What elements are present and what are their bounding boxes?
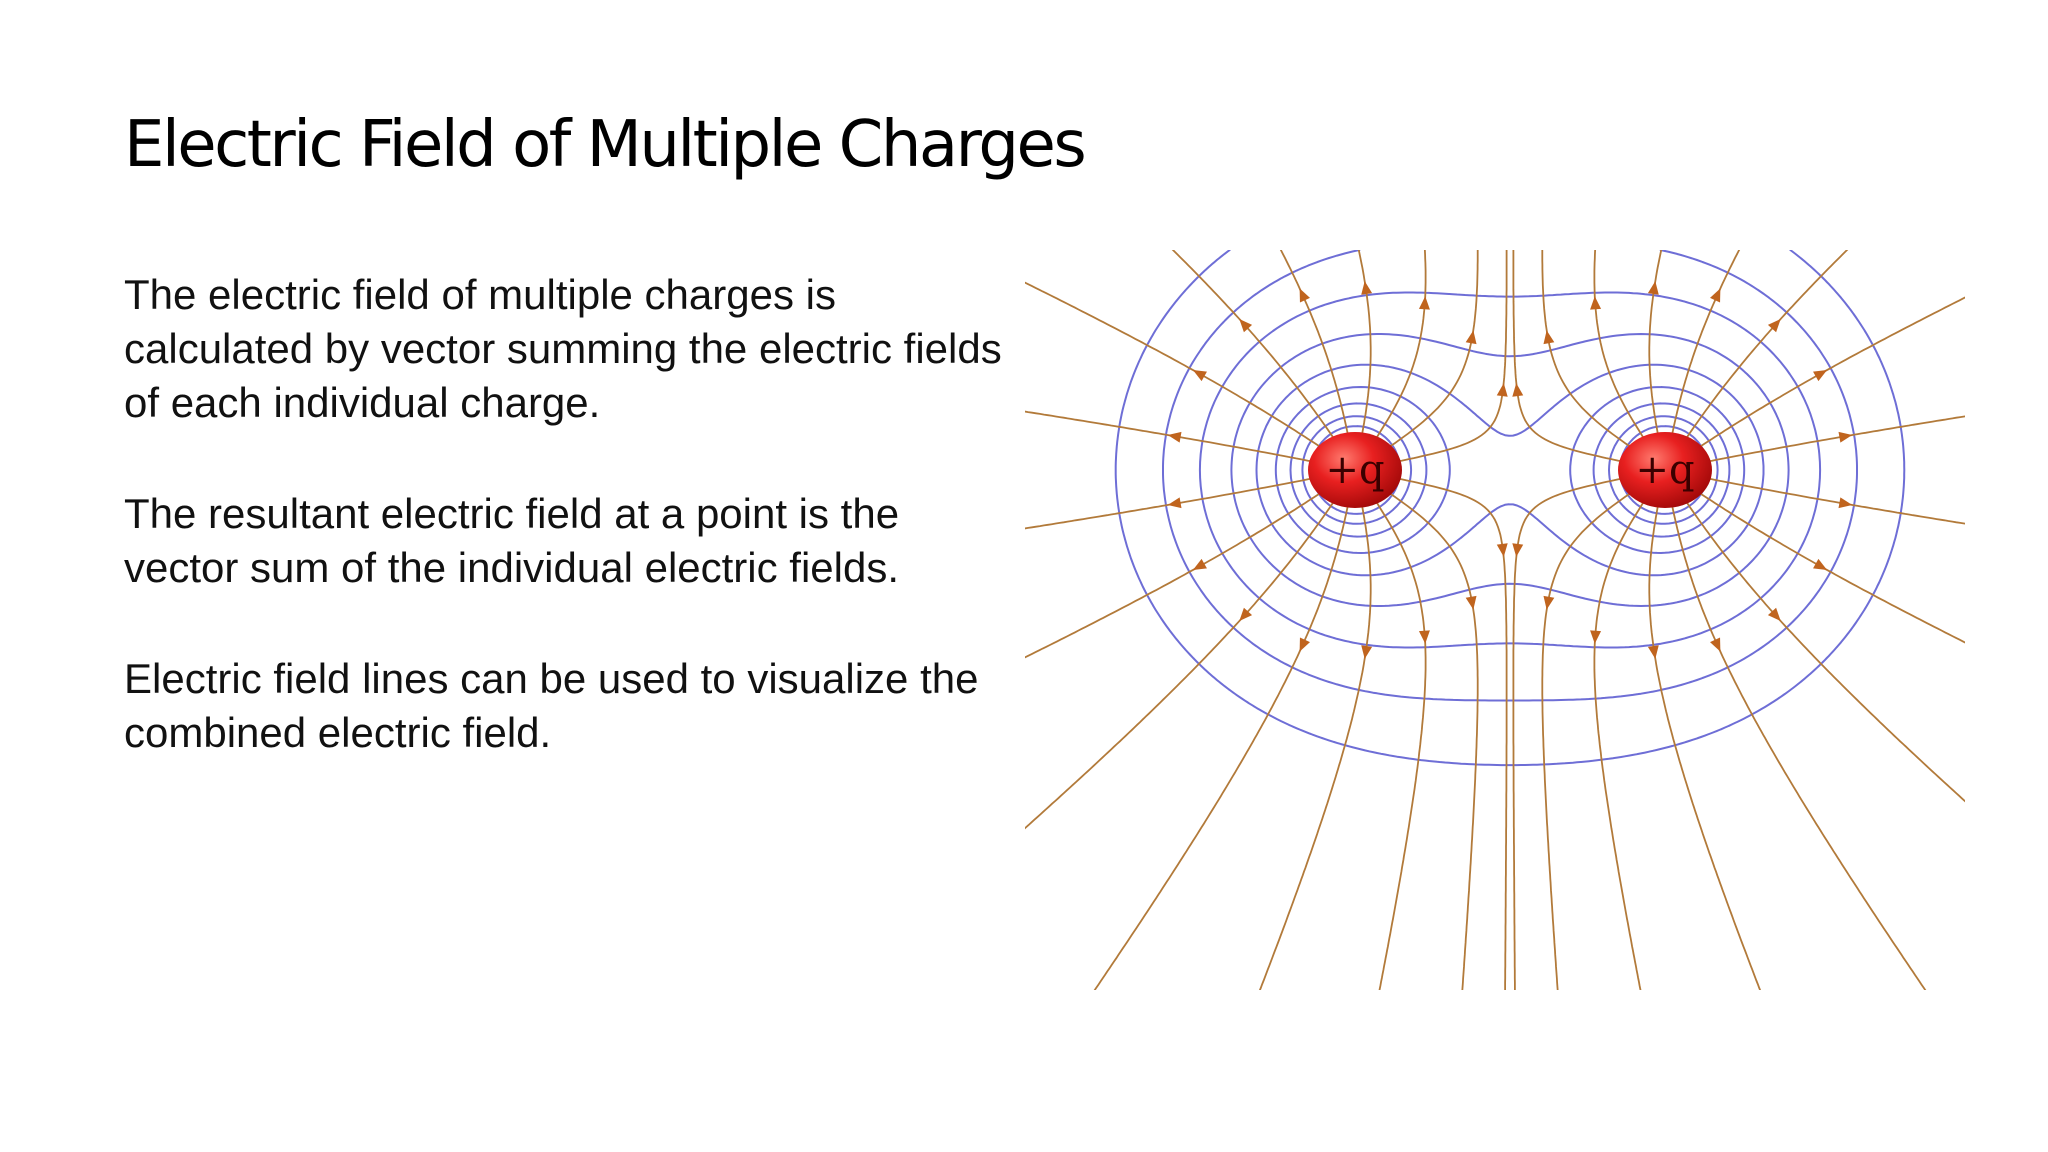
field-arrow	[1465, 330, 1477, 345]
field-arrow	[1239, 318, 1253, 333]
electric-field-diagram: +q +q	[1025, 250, 1965, 990]
field-arrow	[1767, 318, 1781, 333]
equipotential-contour	[1162, 250, 1858, 702]
equipotential-contour	[1230, 333, 1790, 607]
field-line	[1258, 503, 1372, 990]
field-arrow	[1192, 558, 1207, 570]
field-arrow	[1167, 497, 1182, 509]
charge-left-body	[1308, 432, 1402, 508]
field-line	[1648, 503, 1762, 990]
field-line	[1512, 475, 1632, 990]
charge-right-body	[1618, 432, 1712, 508]
field-arrow	[1590, 296, 1602, 310]
field-line	[1025, 475, 1322, 530]
field-arrow	[1647, 645, 1659, 659]
field-arrow	[1299, 288, 1310, 303]
field-arrow	[1418, 296, 1430, 310]
field-arrow	[1647, 281, 1659, 295]
field-direction-arrows	[1167, 281, 1853, 659]
equipotential-contour	[1198, 291, 1822, 649]
paragraph-vector-sum: The electric field of multiple charges i…	[124, 271, 1002, 426]
field-arrow	[1590, 630, 1602, 644]
field-line	[1382, 488, 1479, 990]
slide-title: Electric Field of Multiple Charges	[124, 108, 1087, 182]
paragraph-field-lines: Electric field lines can be used to visu…	[124, 655, 979, 756]
field-arrow	[1710, 288, 1721, 303]
field-line	[1683, 497, 1965, 803]
field-arrow	[1543, 330, 1555, 345]
field-line	[1541, 250, 1638, 452]
field-line	[1648, 250, 1663, 437]
body-text: The electric field of multiple charges i…	[124, 268, 1024, 817]
field-arrow	[1710, 637, 1721, 652]
field-arrow	[1465, 595, 1477, 610]
field-arrow	[1838, 497, 1853, 509]
field-arrow	[1299, 637, 1310, 652]
field-arrow	[1813, 558, 1828, 570]
field-line	[1593, 497, 1647, 990]
charge-left-label: +q	[1325, 447, 1384, 493]
field-line	[1382, 250, 1479, 452]
field-arrow	[1361, 281, 1373, 295]
field-arrow	[1167, 431, 1182, 443]
field-arrow	[1512, 543, 1524, 557]
field-line	[1357, 250, 1372, 437]
field-arrow	[1496, 543, 1508, 557]
field-arrow	[1418, 630, 1430, 644]
field-line	[1093, 503, 1350, 990]
equipotential-contour	[1114, 250, 1906, 767]
field-line	[1025, 488, 1328, 659]
field-line	[1692, 296, 1965, 452]
field-arrow	[1767, 607, 1781, 622]
equipotential-contour	[1255, 363, 1765, 577]
field-arrow	[1239, 607, 1253, 622]
field-line	[1512, 250, 1632, 465]
field-line	[1670, 503, 1927, 990]
field-arrow	[1543, 595, 1555, 610]
field-line	[1025, 410, 1322, 465]
field-lines-illustration: +q +q	[1025, 250, 1965, 990]
field-arrow	[1496, 383, 1508, 397]
field-line	[1025, 281, 1328, 452]
field-line	[1025, 497, 1337, 830]
field-arrow	[1813, 370, 1828, 382]
field-line	[1279, 250, 1350, 437]
charge-right-label: +q	[1635, 447, 1694, 493]
field-line	[1388, 475, 1508, 990]
field-line	[1373, 250, 1427, 443]
field-line	[1670, 250, 1741, 437]
field-lines	[1025, 250, 1965, 990]
charges: +q +q	[1308, 432, 1712, 508]
field-line	[1388, 250, 1508, 465]
field-line	[1692, 488, 1965, 644]
field-arrow	[1192, 370, 1207, 382]
field-line	[1373, 497, 1427, 990]
charge-left: +q	[1308, 432, 1402, 508]
field-line	[1593, 250, 1647, 443]
field-line	[1171, 250, 1337, 443]
paragraph-resultant-field: The resultant electric field at a point …	[124, 490, 900, 591]
field-line	[1541, 488, 1638, 990]
equipotential-lines	[1114, 250, 1906, 767]
field-arrow	[1361, 645, 1373, 659]
field-arrow	[1512, 383, 1524, 397]
field-arrow	[1838, 431, 1853, 443]
charge-right: +q	[1618, 432, 1712, 508]
